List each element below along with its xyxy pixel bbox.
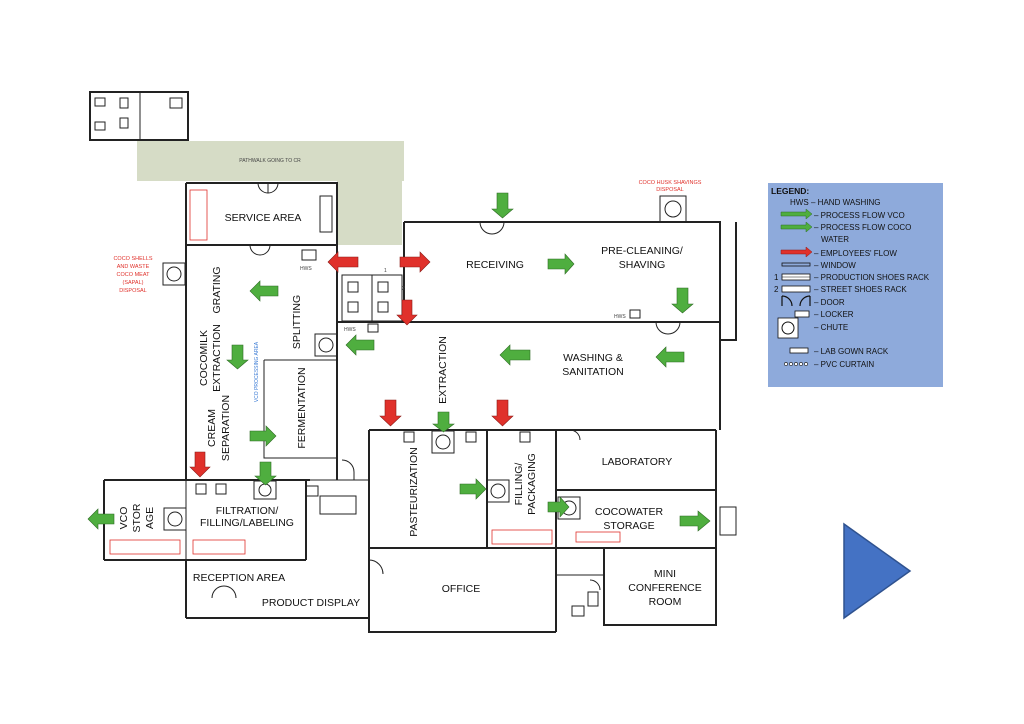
doors	[211, 182, 681, 599]
cream-label-1: CREAM	[206, 409, 218, 447]
shells-disposal-label-4: (SAPAL)	[123, 280, 144, 286]
cocowater-label-2: STORAGE	[603, 520, 654, 532]
fermentation-label: FERMENTATION	[296, 367, 308, 448]
legend-process-cocowater: – PROCESS FLOW COCO	[814, 223, 911, 232]
filling-label-1: FILLING/	[513, 463, 525, 506]
fixtures	[195, 195, 737, 617]
filtration-label-2: FILLING/LABELING	[200, 517, 294, 529]
pre-cleaning-label-1: PRE-CLEANING/	[601, 245, 683, 257]
legend-production-shoes: – PRODUCTION SHOES RACK	[814, 273, 930, 282]
cocowater-label-1: COCOWATER	[595, 506, 664, 518]
mini-conference-label-1: MINI	[654, 568, 676, 580]
laboratory-label: LABORATORY	[602, 456, 673, 468]
chutes	[162, 195, 687, 531]
pathwalk-area	[137, 141, 404, 181]
storage-boxes	[109, 189, 621, 555]
legend-window: – WINDOW	[814, 261, 856, 270]
mini-conference-label-2: CONFERENCE	[628, 582, 702, 594]
splitting-label: SPLITTING	[291, 295, 303, 349]
vco-storage-label-2: STOR	[131, 503, 143, 532]
building-walls	[103, 182, 737, 633]
filling-label-2: PACKAGING	[526, 453, 538, 515]
legend-process-cocowater-2: WATER	[821, 235, 849, 244]
filtration-label-1: FILTRATION/	[216, 505, 279, 517]
pathwalk-label: PATHWALK GOING TO CR	[239, 158, 301, 164]
legend-process-vco: – PROCESS FLOW VCO	[814, 211, 905, 220]
legend-door: – DOOR	[814, 298, 845, 307]
vco-processing-area-label: VCO PROCESSING AREA	[254, 341, 260, 402]
husk-disposal-label-2: DISPOSAL	[656, 187, 684, 193]
employee-arrows-red	[189, 251, 514, 478]
product-display-label: PRODUCT DISPLAY	[262, 597, 360, 609]
grating-label: GRATING	[211, 266, 223, 313]
mini-conference-label-3: ROOM	[649, 596, 682, 608]
hws-label-1: HWS	[300, 266, 312, 272]
legend-pvc-curtain: – PVC CURTAIN	[814, 360, 874, 369]
pathwalk-area-ext	[337, 181, 402, 245]
washing-label-2: SANITATION	[562, 366, 623, 378]
hws-label-3: HWS	[614, 314, 626, 320]
vco-storage-label-3: AGE	[144, 507, 156, 529]
shells-disposal-label-3: COCO MEAT	[117, 272, 151, 278]
disposal-notes: COCO HUSK SHAVINGS DISPOSAL COCO SHELLS …	[113, 180, 701, 294]
legend-chute: – CHUTE	[814, 323, 848, 332]
hws-label-2: HWS	[344, 327, 356, 333]
cream-label-2: SEPARATION	[220, 395, 232, 461]
shells-disposal-label-1: COCO SHELLS	[113, 256, 152, 262]
reception-label: RECEPTION AREA	[193, 572, 285, 584]
rack-number-2: 2	[402, 286, 405, 292]
washing-label-1: WASHING &	[563, 352, 623, 364]
legend-title: LEGEND:	[771, 186, 809, 196]
shells-disposal-label-5: DISPOSAL	[119, 288, 147, 294]
legend-hws-abbr: HWS	[790, 198, 809, 207]
shells-disposal-label-2: AND WASTE	[117, 264, 150, 270]
legend-hand-washing: – HAND WASHING	[811, 198, 881, 207]
room-labels: SERVICE AREA RECEIVING PRE-CLEANING/ SHA…	[118, 212, 702, 609]
legend-num-1: 1	[774, 273, 779, 282]
restroom-top	[89, 91, 189, 141]
office-label: OFFICE	[442, 583, 481, 595]
extraction-label: EXTRACTION	[437, 336, 449, 404]
legend-locker: – LOCKER	[814, 310, 854, 319]
pasteurization-label: PASTEURIZATION	[408, 447, 420, 536]
legend: LEGEND: HWS – HAND WASHING – PROCESS FLO…	[768, 183, 943, 387]
cocomilk-label-2: EXTRACTION	[211, 324, 223, 392]
legend-num-2: 2	[774, 285, 779, 294]
play-triangle-icon[interactable]	[843, 522, 912, 620]
husk-disposal-label-1: COCO HUSK SHAVINGS	[639, 180, 702, 186]
legend-street-shoes: – STREET SHOES RACK	[814, 285, 907, 294]
rack-number-1: 1	[384, 268, 387, 274]
hws-labels: HWS HWS HWS 1 2	[300, 266, 626, 333]
legend-lab-gown: – LAB GOWN RACK	[814, 347, 889, 356]
pre-cleaning-label-2: SHAVING	[619, 259, 665, 271]
cocomilk-label-1: COCOMILK	[198, 330, 210, 386]
process-arrows-green	[87, 192, 711, 532]
vco-storage-label-1: VCO	[118, 507, 130, 530]
legend-employees-flow: – EMPLOYEES' FLOW	[814, 249, 897, 258]
service-area-label: SERVICE AREA	[225, 212, 302, 224]
receiving-label: RECEIVING	[466, 259, 524, 271]
